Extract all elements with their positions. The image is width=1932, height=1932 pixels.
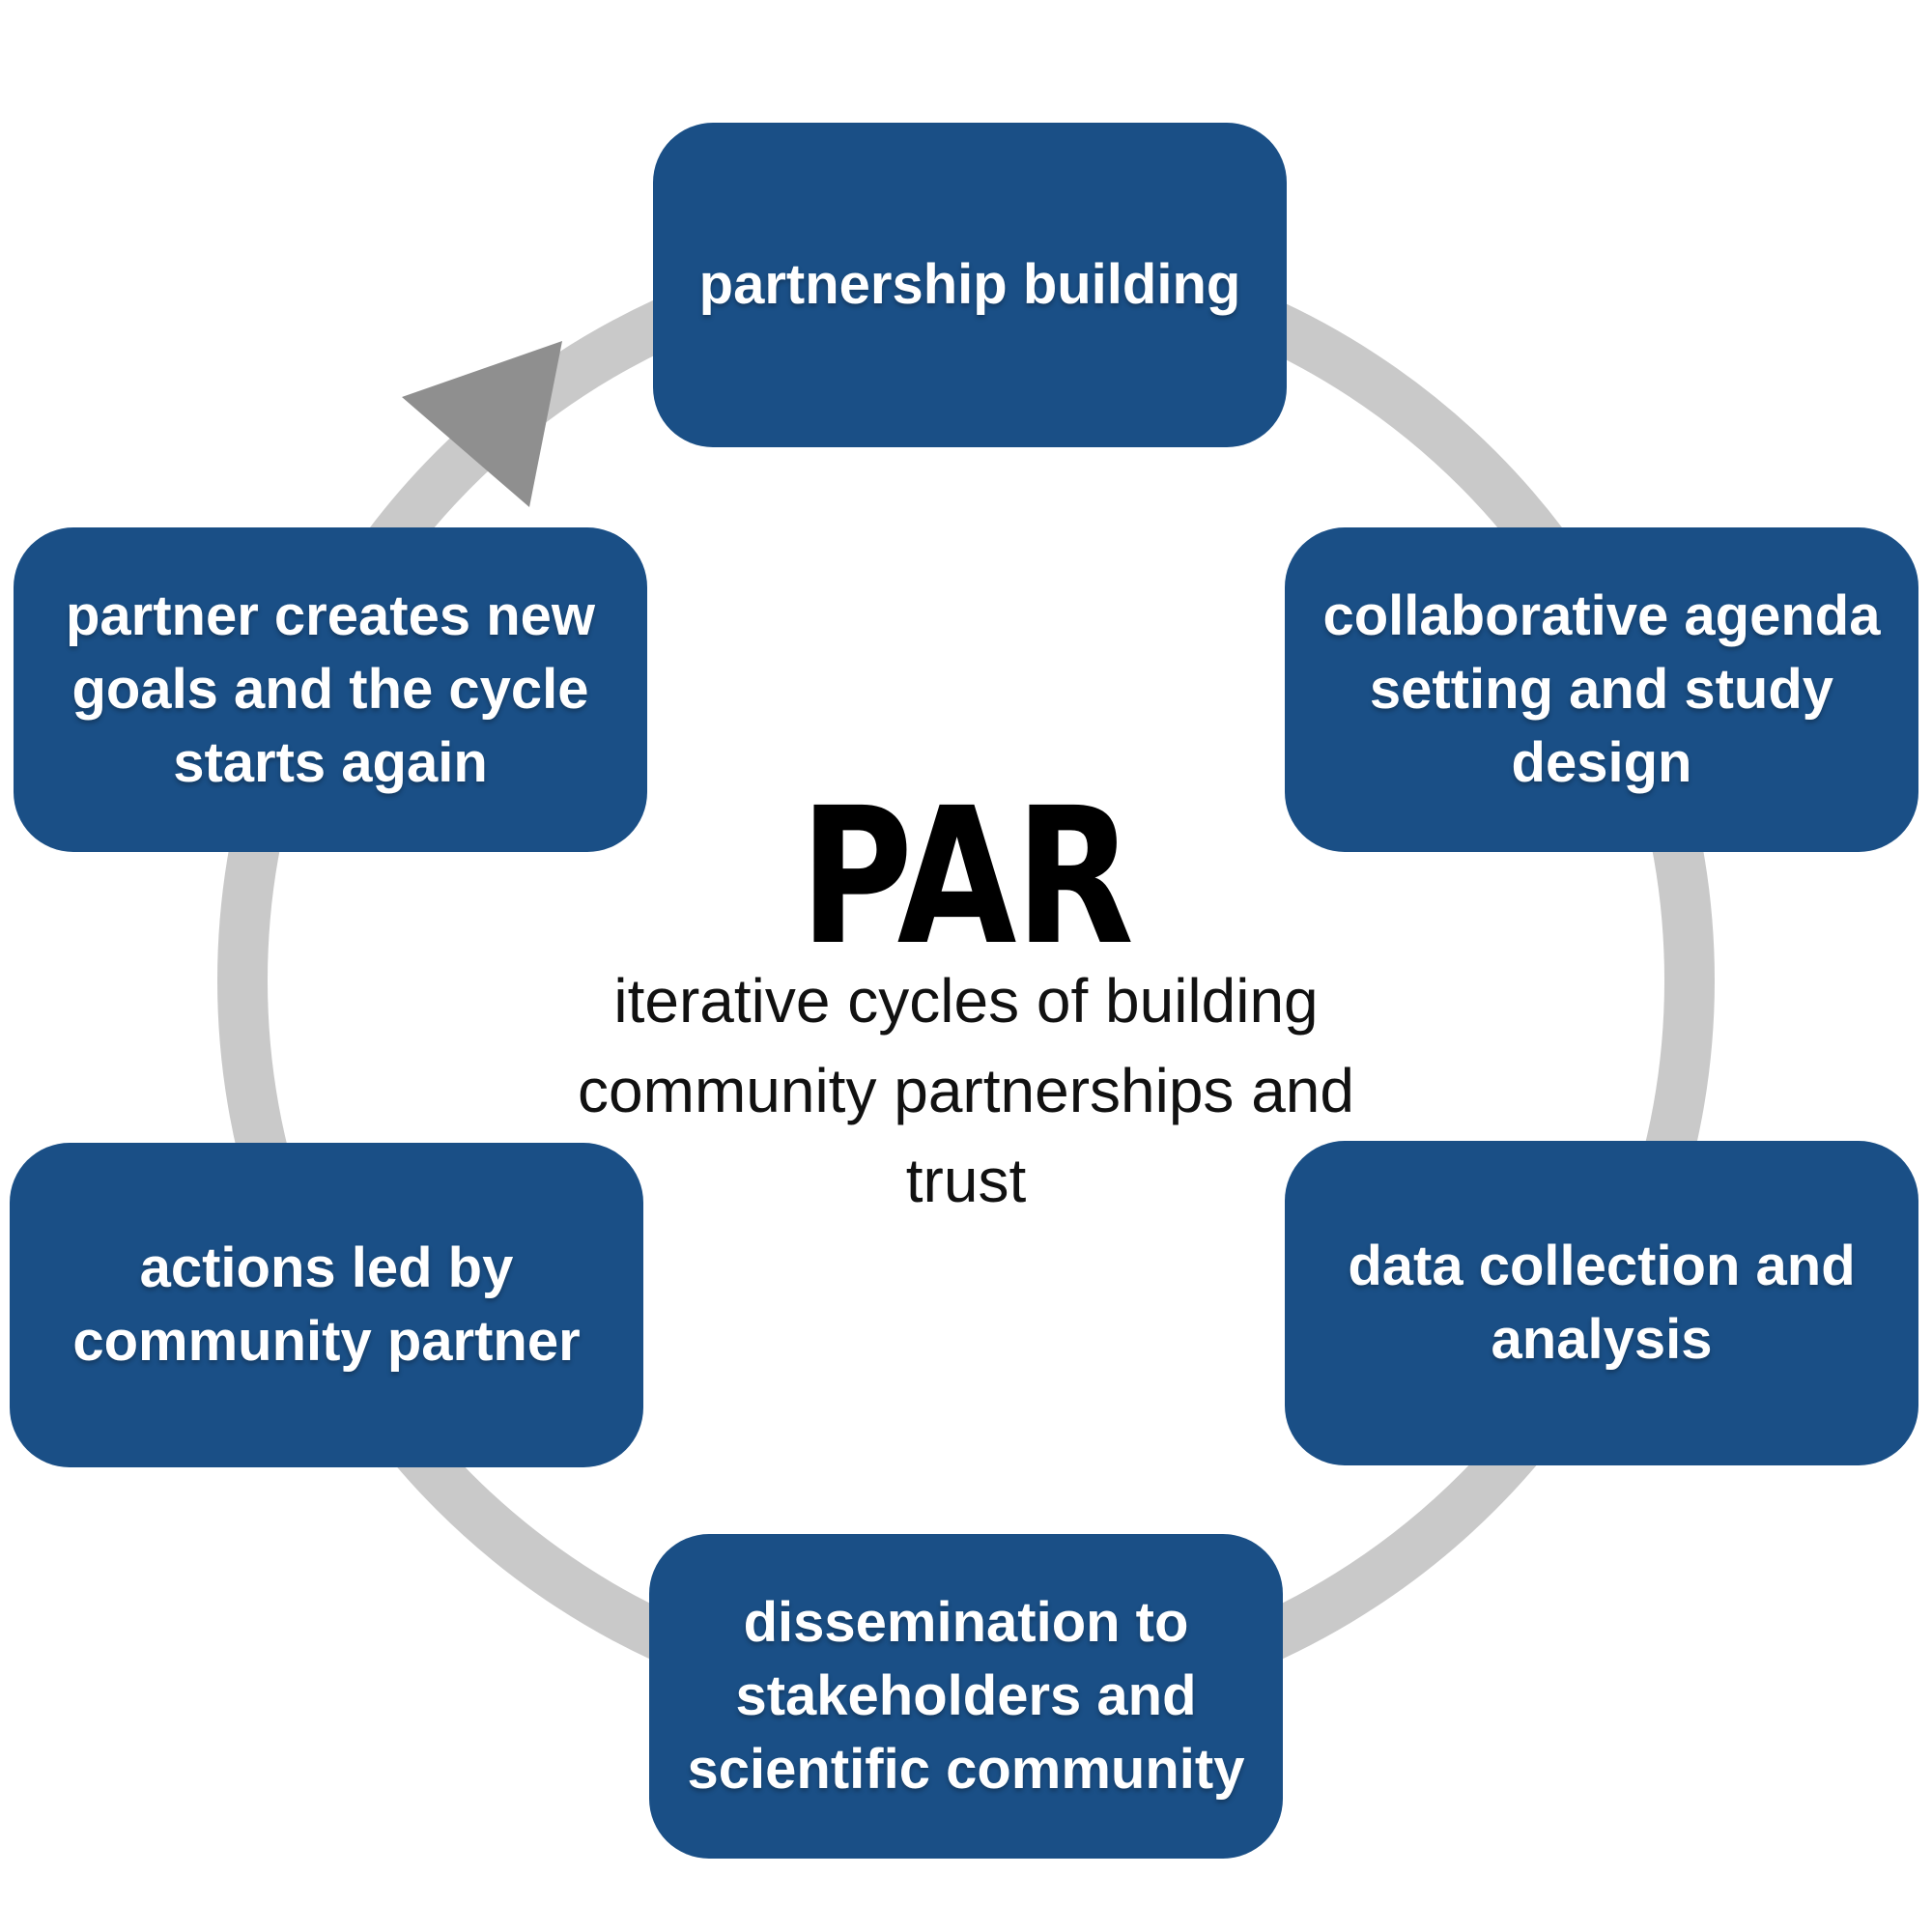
stage-box-data-collection: data collection and analysis — [1285, 1141, 1918, 1465]
stage-box-collaborative-agenda: collaborative agenda setting and study d… — [1285, 527, 1918, 852]
stage-label: data collection and analysis — [1348, 1235, 1856, 1371]
stage-box-partnership-building: partnership building — [653, 123, 1287, 447]
stage-box-new-goals: partner creates new goals and the cycle … — [14, 527, 647, 852]
stage-box-dissemination: dissemination to stakeholders and scient… — [649, 1534, 1283, 1859]
cycle-arrow-icon — [402, 341, 562, 507]
stage-label: partnership building — [698, 253, 1241, 316]
stage-label: partner creates new goals and the cycle … — [65, 584, 596, 794]
stage-label: dissemination to stakeholders and scient… — [687, 1591, 1245, 1801]
stage-label: collaborative agenda setting and study d… — [1322, 584, 1881, 794]
diagram-title-text: PAR — [799, 767, 1134, 986]
diagram-subtitle: iterative cycles of building community p… — [578, 966, 1354, 1215]
stage-label: actions led by community partner — [72, 1236, 581, 1373]
stage-box-actions: actions led by community partner — [10, 1143, 643, 1467]
diagram-title: PAR — [290, 782, 1642, 971]
